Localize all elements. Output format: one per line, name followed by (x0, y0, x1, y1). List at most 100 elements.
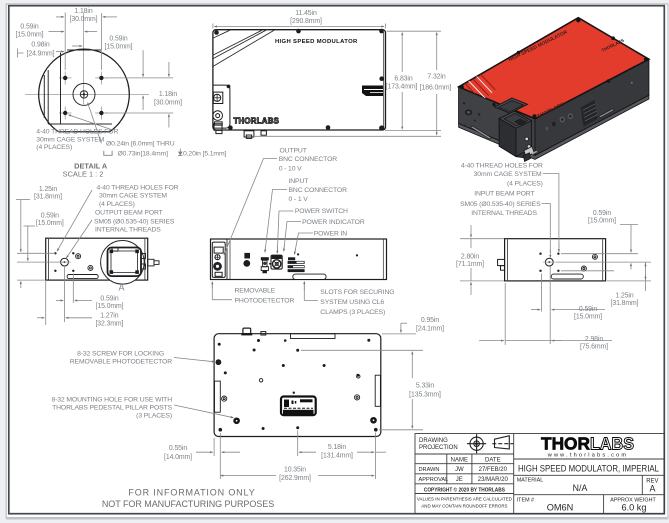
svg-text:APPROX WEIGHT: APPROX WEIGHT (610, 497, 656, 503)
svg-text:[186.0mm]: [186.0mm] (420, 84, 452, 91)
svg-text:[135.3mm]: [135.3mm] (409, 392, 441, 399)
svg-text:30mm CAGE SYSTEM: 30mm CAGE SYSTEM (474, 171, 542, 178)
svg-text:POWER IN: POWER IN (314, 231, 348, 238)
svg-text:(4 PLACES): (4 PLACES) (507, 181, 543, 188)
svg-text:JE: JE (456, 477, 463, 483)
svg-text:SM05 (Ø0.535-40) SERIES: SM05 (Ø0.535-40) SERIES (94, 218, 175, 225)
svg-text:DETAIL A: DETAIL A (74, 162, 108, 171)
svg-text:POWER INDICATOR: POWER INDICATOR (302, 219, 365, 226)
svg-text:VALUES IN PARENTHESIS ARE CALC: VALUES IN PARENTHESIS ARE CALCULATED (417, 497, 512, 503)
svg-text:HIGH SPEED MODULATOR: HIGH SPEED MODULATOR (275, 39, 358, 45)
svg-text:5.18in: 5.18in (328, 444, 346, 451)
svg-text:www.thorlabs.com: www.thorlabs.com (547, 452, 629, 458)
svg-text:NAME: NAME (451, 457, 468, 463)
svg-text:BNC CONNECTOR: BNC CONNECTOR (289, 187, 348, 194)
svg-text:4-40 THREAD HOLES FOR: 4-40 THREAD HOLES FOR (97, 184, 179, 191)
svg-text:Ø0.73in[18.4mm]: Ø0.73in[18.4mm] (118, 150, 169, 157)
svg-text:THORLABS PEDESTAL PILLAR POSTS: THORLABS PEDESTAL PILLAR POSTS (52, 405, 173, 412)
svg-text:[15.0mm]: [15.0mm] (574, 314, 602, 321)
svg-text:AND MAY CONTAIN ROUNDOFF ERROR: AND MAY CONTAIN ROUNDOFF ERRORS (421, 504, 508, 510)
svg-text:REMOVABLE PHOTODETECTOR: REMOVABLE PHOTODETECTOR (70, 359, 172, 366)
svg-text:DRAWING: DRAWING (419, 438, 448, 444)
svg-text:PHOTODETECTOR: PHOTODETECTOR (235, 298, 295, 305)
svg-text:0 - 1 V: 0 - 1 V (289, 196, 309, 203)
svg-text:OUTPUT: OUTPUT (280, 147, 307, 154)
svg-text:[15.0mm]: [15.0mm] (105, 44, 133, 51)
svg-text:Ø0.24in [6.0mm] THRU: Ø0.24in [6.0mm] THRU (106, 141, 175, 148)
svg-text:0 - 10 V: 0 - 10 V (279, 165, 302, 172)
svg-text:(4 PLACES): (4 PLACES) (36, 144, 72, 151)
svg-text:[32.3mm]: [32.3mm] (95, 320, 123, 327)
svg-text:1.27in: 1.27in (100, 313, 118, 320)
svg-text:[30.0mm]: [30.0mm] (70, 16, 98, 23)
svg-text:30mm CAGE SYSTEM: 30mm CAGE SYSTEM (99, 193, 167, 200)
svg-text:[30.0mm]: [30.0mm] (154, 100, 182, 107)
svg-text:8-32 MOUNTING HOLE FOR USE WIT: 8-32 MOUNTING HOLE FOR USE WITH (51, 397, 172, 404)
svg-text:1.18in: 1.18in (159, 91, 177, 98)
svg-text:POWER SWITCH: POWER SWITCH (295, 208, 348, 215)
svg-text:[31.8mm]: [31.8mm] (611, 300, 639, 307)
svg-text:REV: REV (646, 478, 658, 484)
svg-text:[24.9mm]: [24.9mm] (27, 51, 55, 58)
svg-text:THOR: THOR (541, 433, 590, 453)
svg-text:SM05 (Ø0.535-40) SERIES: SM05 (Ø0.535-40) SERIES (460, 201, 541, 208)
svg-text:0.59in: 0.59in (100, 295, 118, 302)
svg-text:2.80in: 2.80in (461, 253, 479, 260)
svg-text:0.20in [5.1mm]: 0.20in [5.1mm] (183, 150, 227, 157)
svg-text:(3 PLACES): (3 PLACES) (136, 413, 172, 420)
svg-text:[290.8mm]: [290.8mm] (290, 18, 322, 25)
svg-text:[15.0mm]: [15.0mm] (588, 218, 616, 225)
svg-text:30mm CAGE SYSTEM: 30mm CAGE SYSTEM (36, 136, 104, 143)
svg-text:1.25in: 1.25in (39, 186, 57, 193)
svg-text:[71.1mm]: [71.1mm] (456, 261, 484, 268)
svg-text:INTERNAL THREADS: INTERNAL THREADS (95, 227, 161, 234)
svg-text:5.33in: 5.33in (416, 383, 434, 390)
svg-text:THORLABS: THORLABS (233, 116, 279, 125)
svg-text:0.59in: 0.59in (20, 24, 38, 31)
svg-text:FOR INFORMATION ONLY: FOR INFORMATION ONLY (128, 488, 255, 498)
svg-text:INTERNAL THREADS: INTERNAL THREADS (471, 210, 537, 217)
svg-text:[15.0mm]: [15.0mm] (16, 32, 44, 39)
svg-text:[75.6mm]: [75.6mm] (580, 343, 608, 350)
svg-text:6.83in: 6.83in (394, 76, 412, 83)
svg-text:SCALE 1 : 2: SCALE 1 : 2 (63, 170, 104, 179)
svg-text:10.35in: 10.35in (284, 467, 306, 474)
svg-text:DATE: DATE (485, 457, 501, 463)
svg-text:4-40 THREAD HOLES FOR: 4-40 THREAD HOLES FOR (461, 163, 543, 170)
svg-text:[262.9mm]: [262.9mm] (279, 475, 311, 482)
svg-text:HIGH SPEED MODULATOR, IMPERIAL: HIGH SPEED MODULATOR, IMPERIAL (518, 464, 660, 475)
svg-text:0.95in: 0.95in (421, 317, 439, 324)
svg-text:[173.4mm]: [173.4mm] (386, 83, 418, 90)
svg-text:6.0 kg: 6.0 kg (621, 503, 646, 513)
svg-text:0.55in: 0.55in (169, 445, 187, 452)
svg-text:REMOVABLE: REMOVABLE (235, 288, 276, 295)
svg-text:COPYRIGHT © 2020 BY THORLABS: COPYRIGHT © 2020 BY THORLABS (424, 486, 506, 493)
svg-text:2.98in: 2.98in (585, 336, 603, 343)
svg-text:BNC CONNECTOR: BNC CONNECTOR (279, 156, 338, 163)
svg-text:[14.0mm]: [14.0mm] (164, 454, 192, 461)
svg-text:8-32 SCREW FOR LOCKING: 8-32 SCREW FOR LOCKING (77, 351, 164, 358)
svg-text:7.32in: 7.32in (427, 74, 445, 81)
svg-text:LABS: LABS (590, 433, 634, 453)
svg-text:A: A (649, 484, 655, 494)
svg-text:23/MAR/20: 23/MAR/20 (478, 477, 509, 483)
svg-text:0.98in: 0.98in (31, 42, 49, 49)
svg-text:4-40 THREAD HOLES FOR: 4-40 THREAD HOLES FOR (36, 129, 118, 136)
svg-text:A: A (119, 283, 125, 293)
svg-text:APPROVAL: APPROVAL (419, 477, 449, 483)
svg-text:[15.0mm]: [15.0mm] (36, 220, 64, 227)
svg-text:SLOTS FOR SECURING: SLOTS FOR SECURING (320, 289, 394, 296)
svg-text:[31.8mm]: [31.8mm] (34, 194, 62, 201)
svg-text:1.18in: 1.18in (74, 8, 92, 15)
svg-text:ITEM #: ITEM # (517, 497, 534, 503)
svg-text:27/FEB/20: 27/FEB/20 (479, 467, 508, 473)
svg-text:SYSTEM USING CL6: SYSTEM USING CL6 (320, 299, 384, 306)
svg-text:[131.4mm]: [131.4mm] (321, 453, 353, 460)
svg-text:NOT FOR MANUFACTURING PURPOSES: NOT FOR MANUFACTURING PURPOSES (102, 499, 274, 509)
svg-text:OUTPUT BEAM PORT: OUTPUT BEAM PORT (95, 210, 163, 217)
svg-text:PROJECTION: PROJECTION (419, 445, 458, 451)
svg-text:[15.0mm]: [15.0mm] (96, 303, 124, 310)
svg-text:INPUT BEAM PORT: INPUT BEAM PORT (474, 191, 534, 198)
svg-text:DRAWN: DRAWN (419, 467, 440, 473)
svg-text:1.25in: 1.25in (615, 293, 633, 300)
